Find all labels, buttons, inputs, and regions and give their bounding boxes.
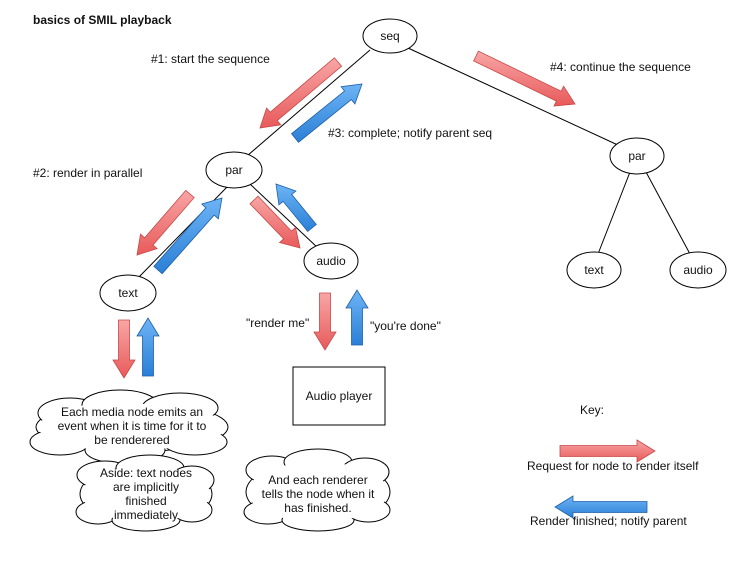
renderer-note-line1: And each renderer (268, 473, 367, 487)
edge-seq-par-left (239, 49, 371, 163)
blue-arrow-youre-done (345, 289, 369, 346)
audio-node-right: audio (669, 251, 727, 289)
red-arrow-render-me (313, 292, 337, 351)
seq-node: seq (362, 18, 418, 54)
edge-par-audio-left (249, 183, 319, 249)
edge-par-audio-right (645, 171, 691, 255)
aside-note-line4: immediately (114, 508, 178, 522)
red-arrow-par-to-audio (249, 195, 301, 249)
renderer-note-line3: has finished. (284, 501, 351, 515)
aside-note-line1: Aside: text nodes (100, 466, 192, 480)
media-node-note-line3: be renderered (94, 433, 169, 447)
par-node-right: par (609, 137, 665, 175)
media-node-note-line2: event when it is time for it to (58, 419, 207, 433)
par-node-left-label: par (225, 163, 242, 177)
audio-player-box: Audio player (292, 366, 386, 426)
text-node-left-label: text (118, 286, 138, 300)
edge-seq-par-right (407, 47, 621, 147)
blue-arrow-text-up (136, 317, 160, 377)
aside-note-line2: are implicitly (113, 480, 179, 494)
step4-label: #4: continue the sequence (550, 60, 691, 74)
text-node-left: text (99, 274, 157, 312)
render-me-label: "render me" (246, 316, 309, 330)
red-arrow-par-to-text (136, 189, 195, 256)
step2-label: #2: render in parallel (33, 166, 142, 180)
media-node-note-line1: Each media node emits an (61, 405, 203, 419)
step1-label: #1: start the sequence (151, 52, 270, 66)
red-arrow-seq-to-par (259, 57, 343, 129)
audio-node-left: audio (303, 242, 359, 280)
step3-label: #3: complete; notify parent seq (328, 126, 492, 140)
media-node-cloud (29, 389, 229, 465)
key-blue-label: Render finished; notify parent (530, 514, 687, 528)
arrows (112, 50, 656, 519)
red-arrow-text-down (112, 319, 136, 379)
blue-arrow-par-to-seq (290, 83, 363, 143)
audio-player-label: Audio player (306, 389, 373, 403)
text-node-right: text (566, 251, 622, 289)
red-arrow-continue-sequence (473, 50, 576, 107)
key-red-label: Request for node to render itself (527, 459, 699, 473)
aside-note-line3: finished (125, 494, 166, 508)
seq-node-label: seq (380, 29, 399, 43)
blue-arrow-text-to-par (153, 197, 223, 275)
audio-node-left-label: audio (316, 254, 346, 268)
text-node-right-label: text (584, 263, 604, 277)
youre-done-label: "you're done" (370, 319, 441, 333)
audio-node-right-label: audio (683, 263, 713, 277)
renderer-note-line2: tells the node when it (262, 487, 375, 501)
renderer-cloud (243, 448, 391, 532)
blue-arrow-audio-to-par (275, 183, 317, 233)
par-node-left: par (205, 151, 263, 189)
aside-cloud (75, 454, 215, 532)
edge-par-text-right (597, 171, 631, 255)
key-red-arrow (559, 439, 656, 463)
diagram-title: basics of SMIL playback (33, 13, 172, 27)
key-title: Key: (580, 403, 604, 417)
par-node-right-label: par (628, 149, 645, 163)
key-blue-arrow (554, 495, 648, 519)
